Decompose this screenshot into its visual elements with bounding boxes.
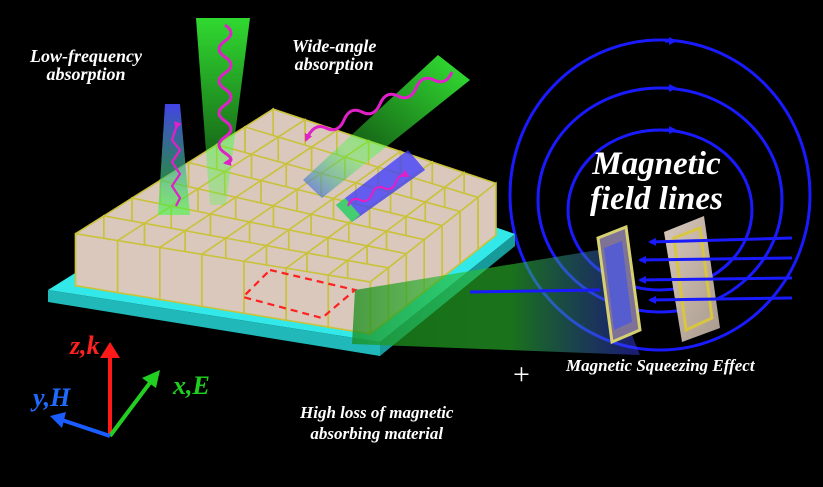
fin-row: [285, 267, 330, 328]
fin-grid: [74, 107, 497, 336]
low-frequency-beam: [158, 104, 190, 215]
plus-sign: +: [513, 358, 530, 391]
x-axis-label: x,E: [173, 371, 210, 400]
wide-angle-beam: [303, 55, 470, 198]
reflected-beam: [336, 150, 425, 222]
magnetic-field-label: Magnetic field lines: [590, 146, 723, 217]
coordinate-axes: [50, 342, 160, 438]
field-arrows: [469, 236, 793, 304]
low-frequency-label: Low-frequency absorption: [30, 46, 142, 84]
fin-row: [74, 232, 119, 294]
normal-incidence-beam: [196, 18, 250, 205]
field-lines: [508, 37, 812, 352]
fin-row: [159, 246, 203, 308]
fin-row: [201, 253, 245, 315]
zoom-cone: [352, 250, 640, 355]
y-axis-label: y,H: [33, 383, 71, 412]
high-loss-label: High loss of magnetic absorbing material: [300, 403, 454, 444]
fin-row: [116, 239, 161, 301]
z-axis-label: z,k: [70, 331, 100, 360]
squeezing-effect-label: Magnetic Squeezing Effect: [566, 356, 755, 375]
wide-angle-label: Wide-angle absorption: [292, 36, 377, 74]
